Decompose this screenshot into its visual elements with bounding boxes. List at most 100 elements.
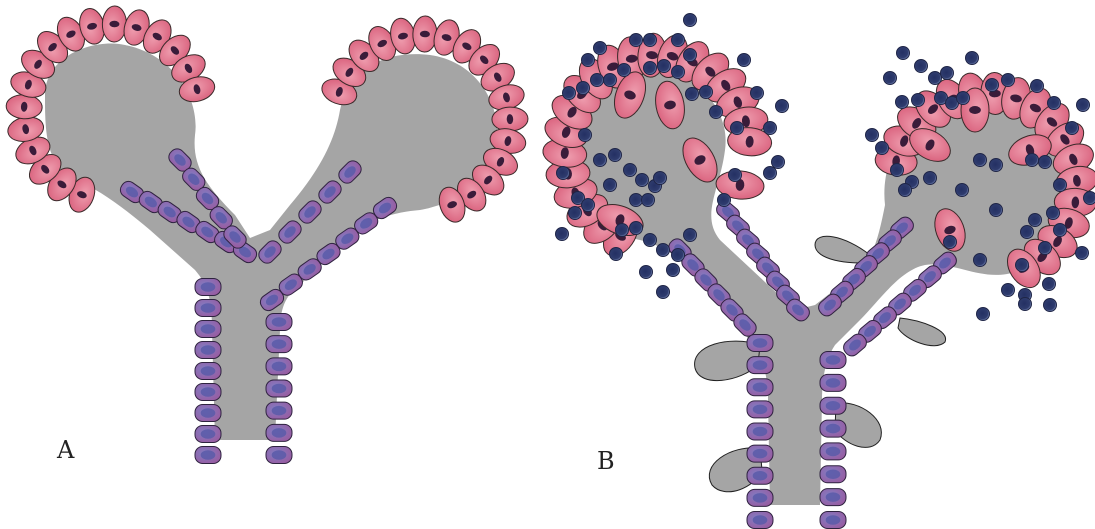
cell-nucleus (201, 345, 216, 355)
immune-cell (579, 129, 592, 142)
immune-cell (610, 248, 623, 261)
duct-epithelial-cell (820, 420, 846, 437)
immune-cell (1076, 247, 1089, 260)
immune-cell (630, 222, 643, 235)
immune-cell (672, 249, 685, 262)
immune-cell (1016, 259, 1029, 272)
immune-cell (776, 100, 789, 113)
cell-nucleus (753, 427, 768, 437)
cell-nucleus (201, 366, 216, 376)
immune-cell (899, 184, 912, 197)
duct-epithelial-cell (195, 426, 221, 443)
duct-outpouching (898, 318, 946, 346)
immune-cell (636, 174, 649, 187)
immune-cell (609, 149, 622, 162)
duct-epithelial-cell (747, 335, 773, 352)
immune-cell (1077, 99, 1090, 112)
immune-cell (644, 34, 657, 47)
duct-epithelial-cell (747, 423, 773, 440)
panel-a-label: A (57, 436, 74, 464)
duct-epithelial-cell (820, 443, 846, 460)
duct-epithelial-cell (820, 374, 846, 391)
immune-cell (684, 229, 697, 242)
immune-cell (731, 122, 744, 135)
immune-cell (618, 64, 631, 77)
immune-cell (966, 52, 979, 65)
duct-epithelial-cell (266, 424, 292, 441)
immune-cell (577, 82, 590, 95)
immune-cell (772, 156, 785, 169)
cell-nucleus (753, 338, 768, 348)
immune-cell (569, 207, 582, 220)
duct-epithelial-cell (195, 363, 221, 380)
immune-cell (640, 266, 653, 279)
immune-cell (1044, 299, 1057, 312)
cell-nucleus (201, 387, 216, 397)
immune-cell (884, 72, 897, 85)
immune-cell (891, 164, 904, 177)
duct-epithelial-cell (266, 336, 292, 353)
immune-cell (897, 47, 910, 60)
immune-cell (644, 62, 657, 75)
immune-cell (929, 72, 942, 85)
immune-cell (1039, 156, 1052, 169)
cell-nucleus (272, 362, 287, 372)
duct-epithelial-cell (266, 402, 292, 419)
immune-cell (594, 154, 607, 167)
immune-cell (876, 142, 889, 155)
cell-nucleus (201, 429, 216, 439)
duct-epithelial-cell (820, 352, 846, 369)
cell-nucleus (826, 378, 841, 388)
immune-cell (764, 122, 777, 135)
duct-epithelial-cell (195, 342, 221, 359)
immune-cell (1043, 278, 1056, 291)
immune-cell (672, 34, 685, 47)
duct-epithelial-cell (195, 321, 221, 338)
immune-cell (563, 87, 576, 100)
immune-cell (710, 106, 723, 119)
immune-cell (990, 159, 1003, 172)
duct-epithelial-cell (747, 467, 773, 484)
duct-epithelial-cell (195, 447, 221, 464)
immune-cell (924, 172, 937, 185)
cell-nucleus (272, 339, 287, 349)
immune-cell (667, 264, 680, 277)
cell-nucleus (272, 384, 287, 394)
immune-cell (630, 34, 643, 47)
immune-cell (915, 60, 928, 73)
immune-cell (657, 286, 670, 299)
duct-epithelial-cell (747, 512, 773, 529)
duct-epithelial-cell (747, 401, 773, 418)
immune-cell (896, 96, 909, 109)
cell-nucleus (753, 449, 768, 459)
immune-cell (644, 234, 657, 247)
duct-outpouching (815, 236, 870, 263)
immune-cell (556, 228, 569, 241)
immune-cell (684, 14, 697, 27)
duct-epithelial-cell (195, 300, 221, 317)
cell-nucleus (272, 317, 287, 327)
immune-cell (718, 194, 731, 207)
cell-nucleus (201, 303, 216, 313)
cell-nucleus (753, 471, 768, 481)
immune-cell (1021, 226, 1034, 239)
immune-cell (604, 74, 617, 87)
luminal-epithelial-cell (492, 107, 529, 132)
immune-cell (582, 199, 595, 212)
cell-nucleus (201, 408, 216, 418)
immune-cell (941, 67, 954, 80)
duct-epithelial-cell (195, 384, 221, 401)
duct-epithelial-cell (820, 397, 846, 414)
duct-epithelial-cell (747, 445, 773, 462)
cell-nucleus (753, 515, 768, 525)
immune-cell (1054, 224, 1067, 237)
cell-nucleus (969, 106, 981, 114)
immune-cell (1084, 192, 1095, 205)
cell-nucleus (272, 406, 287, 416)
immune-cell (557, 167, 570, 180)
immune-cell (1026, 154, 1039, 167)
luminal-epithelial-cell (412, 16, 437, 53)
panel-b-label: B (597, 447, 615, 475)
cell-nucleus (272, 450, 287, 460)
